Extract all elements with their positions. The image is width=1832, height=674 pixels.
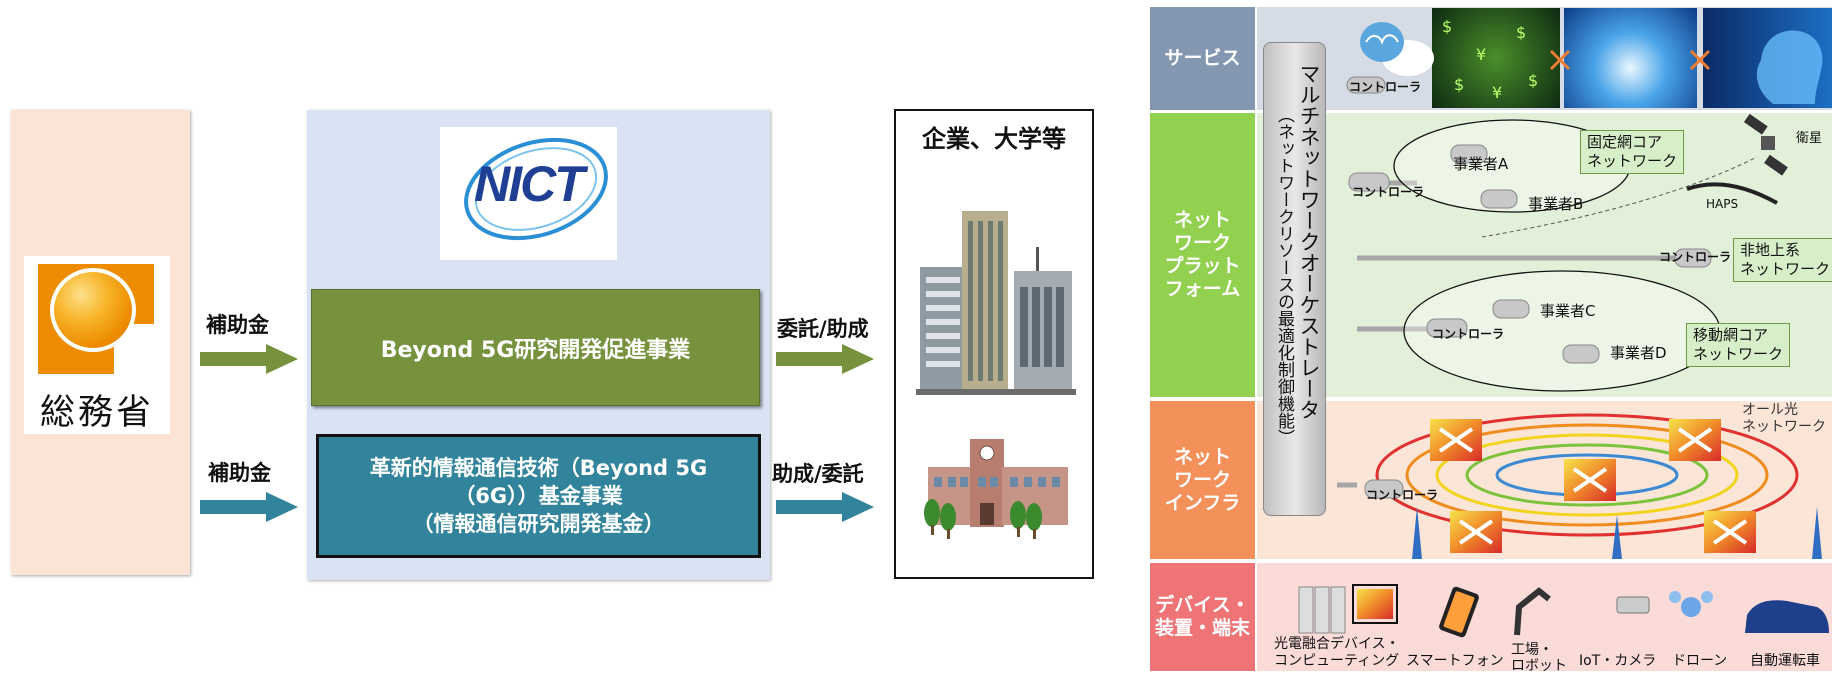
controller-label: コントローラ <box>1366 488 1439 502</box>
arrow-label-subsidy-bottom: 補助金 <box>208 461 271 485</box>
drone-icon <box>1669 591 1713 617</box>
controller-label: コントローラ <box>1349 80 1422 94</box>
row-label-infra: ネット ワーク インフラ <box>1150 401 1255 559</box>
device-icons <box>1298 584 1829 638</box>
controller-label: コントローラ <box>1659 250 1732 264</box>
row-label-platform: ネット ワーク プラット フォーム <box>1150 113 1255 397</box>
all-optical-label: オール光 ネットワーク <box>1742 402 1826 435</box>
device-label-smartphone: スマートフォン <box>1406 653 1504 669</box>
operator-b: 事業者B <box>1528 195 1584 213</box>
program-fund-line-2: （6G））基金事業 <box>454 484 623 508</box>
haps-icon <box>1686 182 1778 205</box>
arrow-label-commission-grant: 委託/助成 <box>777 317 869 341</box>
brain-cloud-icon <box>1360 22 1434 76</box>
ministry-logo: 総務省 <box>24 256 170 434</box>
arrow-label-grant-commission: 助成/委託 <box>772 462 864 486</box>
arrow-right-icon <box>200 344 298 374</box>
controller-label: コントローラ <box>1352 185 1425 199</box>
program-fund-line-1: 革新的情報通信技術（Beyond 5G <box>369 456 708 480</box>
orchestrator-bar: マルチネットワークオーケストレータ （ネットワークリソースの最適化制御機能） <box>1263 42 1326 516</box>
operator-d: 事業者D <box>1610 344 1667 362</box>
fixed-core-network-tag: 固定網コア ネットワーク <box>1580 130 1685 174</box>
row-label-service: サービス <box>1150 7 1255 110</box>
orchestrator-subtitle: （ネットワークリソースの最適化制御機能） <box>1274 106 1294 446</box>
satellite-icon <box>1743 113 1788 176</box>
service-tile-finance: $ ¥ $ $ $ ¥ <box>1432 8 1560 108</box>
svg-text:$: $ <box>1442 17 1452 36</box>
ministry-name: 総務省 <box>39 393 154 433</box>
university-building-icon <box>924 439 1068 539</box>
mobile-core-network-tag: 移動網コア ネットワーク <box>1686 323 1791 367</box>
operator-a: 事業者A <box>1453 155 1509 173</box>
server-rack-icon <box>1298 586 1346 634</box>
chip-icon <box>1352 584 1398 624</box>
nict-swoosh-icon <box>464 137 608 241</box>
non-terrestrial-network-tag: 非地上系 ネットワーク <box>1733 238 1832 282</box>
arrow-right-icon <box>776 344 874 374</box>
arrow-label-subsidy-top: 補助金 <box>206 313 269 337</box>
ai-head-icon <box>1756 30 1823 104</box>
smartphone-icon <box>1439 586 1479 638</box>
arrow-right-icon <box>776 492 874 522</box>
service-tile-ai <box>1703 8 1832 108</box>
device-label-drone: ドローン <box>1672 653 1728 669</box>
svg-text:¥: ¥ <box>1476 45 1486 64</box>
arrow-right-icon <box>200 492 298 522</box>
operator-c: 事業者C <box>1540 302 1596 320</box>
ministry-emblem <box>38 264 168 380</box>
antenna-icon <box>1412 507 1822 559</box>
svg-text:¥: ¥ <box>1492 83 1502 102</box>
row-label-device: デバイス・ 装置・端末 <box>1150 563 1255 671</box>
device-label-optoelectronic: 光電融合デバイス・ コンピューティング <box>1274 636 1400 669</box>
link-cross-icon <box>1549 49 1571 71</box>
svg-text:$: $ <box>1528 71 1538 90</box>
recipients-panel: 企業、大学等 <box>894 109 1094 579</box>
program-fund-line-3: （情報通信研究開発基金） <box>412 512 665 536</box>
orchestrator-title: マルチネットワークオーケストレータ <box>1297 63 1321 420</box>
recipients-title: 企業、大学等 <box>922 125 1066 153</box>
program-fund: 革新的情報通信技術（Beyond 5G （6G））基金事業 （情報通信研究開発基… <box>316 434 761 558</box>
currency-rain-icon: $ ¥ $ $ $ ¥ <box>1442 17 1538 102</box>
service-tile-network <box>1564 8 1697 108</box>
svg-text:$: $ <box>1454 75 1464 94</box>
network-diagram <box>1298 76 1829 638</box>
satellite-label: 衛星 <box>1796 131 1823 146</box>
nict-logo: NICT <box>440 127 617 260</box>
controller-label: コントローラ <box>1432 327 1505 341</box>
robot-arm-icon <box>1514 587 1551 636</box>
haps-label: HAPS <box>1706 197 1739 211</box>
device-label-iot-camera: IoT・カメラ <box>1579 653 1657 669</box>
nict-logo-text: NICT <box>474 156 585 212</box>
device-label-autonomous-car: 自動運転車 <box>1750 653 1820 669</box>
link-cross-icon <box>1689 49 1711 71</box>
program-beyond5g: Beyond 5G研究開発促進事業 <box>311 289 760 406</box>
camera-icon <box>1616 596 1650 614</box>
svg-text:$: $ <box>1516 23 1526 42</box>
office-buildings-icon <box>916 211 1076 395</box>
car-icon <box>1745 600 1829 633</box>
device-label-factory-robot: 工場・ ロボット <box>1511 642 1567 674</box>
